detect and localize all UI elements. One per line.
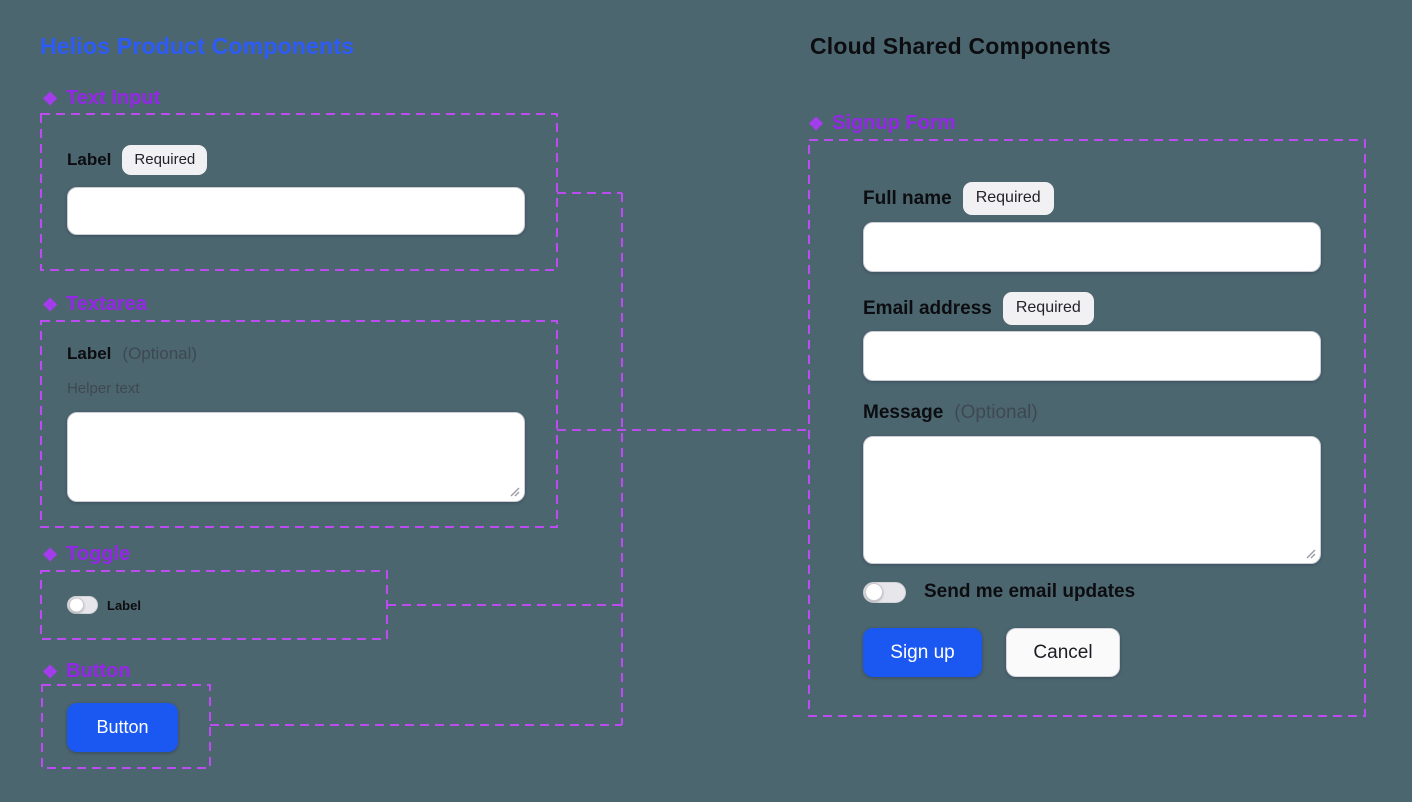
full-name-label-row: Full name Required <box>863 182 1054 215</box>
field-label: Full name <box>863 187 952 209</box>
toggle-label: Label <box>107 597 141 613</box>
frame-button[interactable] <box>41 684 211 769</box>
frame-signup-form[interactable] <box>808 139 1366 717</box>
section-header-label: Signup Form <box>832 112 956 134</box>
message-textarea-wrap <box>863 436 1321 564</box>
component-icon: ❖ <box>808 113 825 134</box>
message-label-row: Message (Optional) <box>863 402 1038 424</box>
sample-button[interactable]: Button <box>67 703 178 752</box>
textarea-wrap <box>67 412 525 502</box>
section-header-label: Toggle <box>66 543 131 565</box>
section-header-signup-form: ❖ Signup Form <box>808 112 955 135</box>
component-icon: ❖ <box>42 661 59 682</box>
cancel-button[interactable]: Cancel <box>1006 628 1120 677</box>
optional-hint: (Optional) <box>954 402 1038 423</box>
section-header-label: Text Input <box>66 87 161 109</box>
sign-up-button[interactable]: Sign up <box>863 628 982 677</box>
section-header-label: Button <box>66 660 131 682</box>
toggle-switch[interactable] <box>67 596 98 614</box>
required-badge: Required <box>1002 292 1094 325</box>
section-header-textarea: ❖ Textarea <box>42 293 147 316</box>
section-header-button: ❖ Button <box>42 660 131 683</box>
email-updates-toggle[interactable] <box>863 581 906 603</box>
section-header-text-input: ❖ Text Input <box>42 87 160 110</box>
textarea-field[interactable] <box>67 412 525 502</box>
text-input-field[interactable] <box>67 187 525 235</box>
optional-hint: (Optional) <box>122 344 198 363</box>
field-label: Email address <box>863 297 992 319</box>
text-input-label-row: Label Required <box>67 145 208 175</box>
frame-textarea[interactable] <box>40 320 558 528</box>
field-label: Label <box>67 150 112 169</box>
right-page-title: Cloud Shared Components <box>810 33 1112 59</box>
section-header-label: Textarea <box>66 293 147 315</box>
section-header-toggle: ❖ Toggle <box>42 543 130 566</box>
left-page-title: Helios Product Components <box>40 33 355 59</box>
textarea-label-row: Label (Optional) <box>67 344 197 364</box>
field-label: Label <box>67 344 112 363</box>
required-badge: Required <box>122 145 208 175</box>
email-input[interactable] <box>863 331 1321 381</box>
email-label-row: Email address Required <box>863 292 1094 325</box>
toggle-label: Send me email updates <box>924 581 1136 602</box>
email-updates-toggle-row: Send me email updates <box>863 581 1135 603</box>
full-name-input[interactable] <box>863 222 1321 272</box>
toggle-knob <box>69 597 84 613</box>
component-icon: ❖ <box>42 294 59 315</box>
component-icon: ❖ <box>42 88 59 109</box>
field-label: Message <box>863 402 944 423</box>
helper-text: Helper text <box>67 380 140 397</box>
required-badge: Required <box>962 182 1054 215</box>
component-icon: ❖ <box>42 544 59 565</box>
toggle-row: Label <box>67 596 141 614</box>
message-textarea[interactable] <box>863 436 1321 564</box>
toggle-knob <box>865 583 883 601</box>
